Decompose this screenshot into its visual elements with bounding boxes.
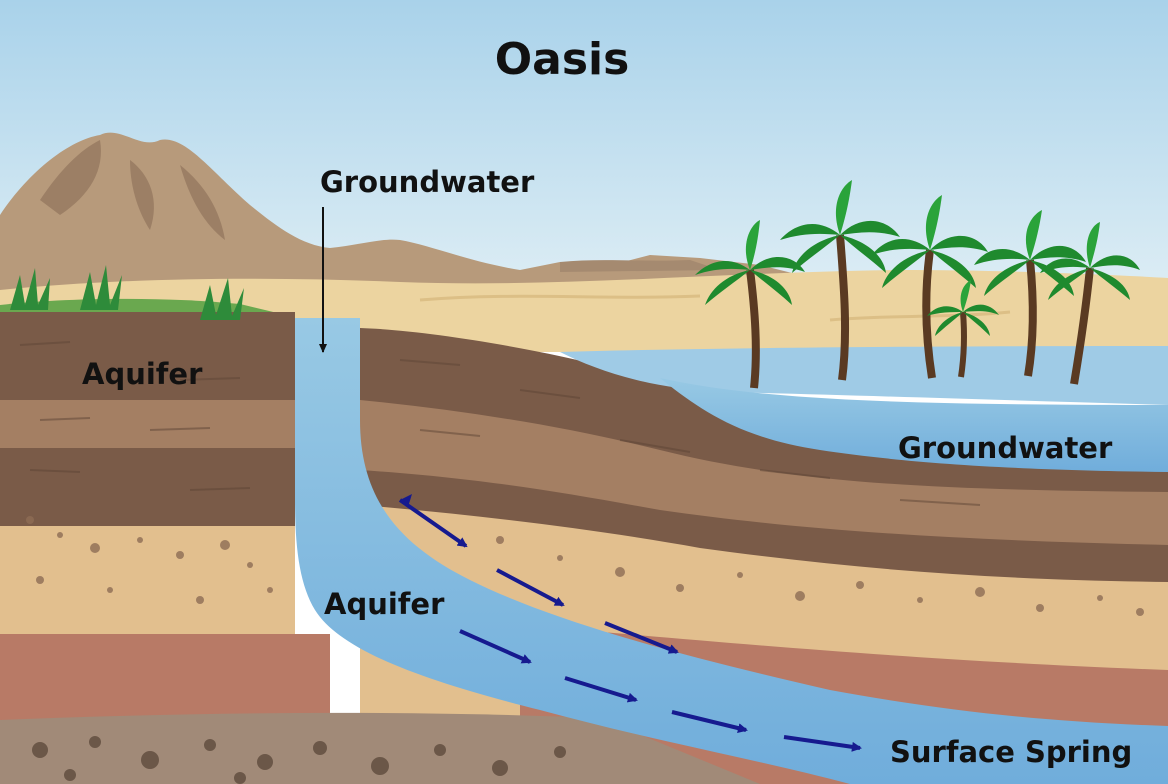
groundwater-label-top: Groundwater (320, 165, 535, 199)
groundwater-label-right: Groundwater (898, 431, 1113, 465)
diagram-title: Oasis (494, 34, 630, 85)
surface-spring-label: Surface Spring (890, 735, 1133, 769)
desert-shrubs (10, 265, 244, 320)
left-soil-layers (0, 312, 330, 724)
flow-arrow (783, 735, 862, 752)
palm-trees (695, 180, 1140, 389)
flow-arrow (604, 621, 679, 654)
flow-arrow (496, 568, 565, 607)
flow-arrow (459, 629, 532, 664)
aquifer-label-left: Aquifer (82, 357, 203, 391)
flow-arrow (398, 498, 468, 548)
mountain-range (0, 132, 1168, 300)
groundwater-layer-right (660, 378, 1168, 472)
flow-arrow (671, 710, 748, 733)
gravel-layer (0, 712, 760, 784)
aquifer-label-middle: Aquifer (324, 587, 445, 621)
water-flow-arrows (398, 494, 862, 752)
flow-arrow (564, 676, 638, 703)
aquifer-channel (295, 318, 1168, 784)
